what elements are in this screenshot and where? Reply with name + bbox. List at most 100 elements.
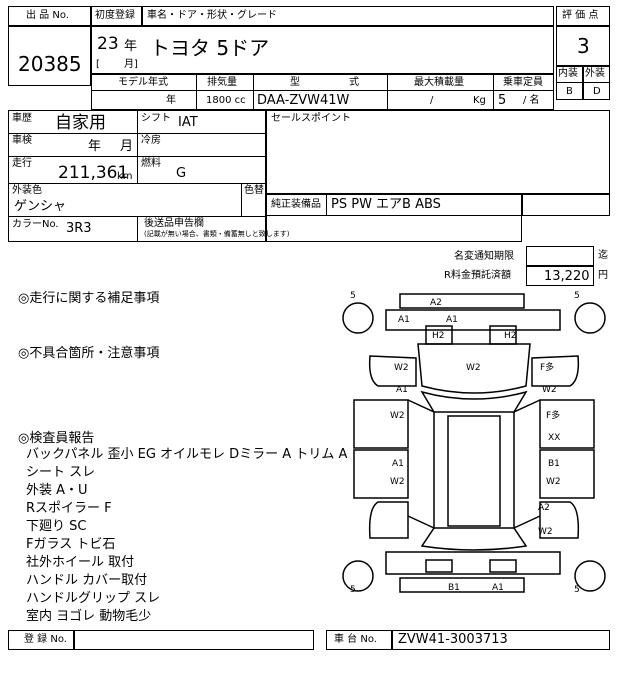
fuel-label: 燃料 [141,158,161,169]
type-label-2: 式 [349,77,359,88]
rear-right-quarter [539,501,580,539]
damage-mark: H2 [432,331,445,341]
displacement-value: 1800 cc [206,95,246,106]
recycle-fee-label: R料金預託済額 [444,270,511,281]
score-value: 3 [577,34,590,58]
registration-month-open: [ [96,59,100,70]
chassis-number-label: 車 台 No. [334,634,377,645]
rear-panel [385,551,561,575]
damage-mark: A1 [492,583,504,593]
first-registration-label: 初度登録 [95,10,135,21]
report-line: Rスポイラー F [26,501,112,516]
equipment-label: 純正装備品 [271,199,321,210]
equipment-extra-box-2 [266,216,522,242]
damage-mark: F多 [546,409,560,421]
recycle-fee-box [526,266,594,286]
right-front-door [539,399,595,449]
exterior-grade-box [583,66,610,100]
lot-number-label: 出 品 No. [26,10,69,21]
lot-number-box [8,26,91,86]
history-value: 自家用 [55,113,106,133]
report-line: 下廻り SC [26,519,87,534]
front-left-fender [368,355,417,387]
registration-number-label-box [8,630,74,650]
equipment-extra-box [522,194,610,216]
front-panel [385,309,561,331]
report-line: バックパネル 歪小 EG オイルモレ Dミラー A トリム A [26,447,348,462]
inspection-label: 車検 [12,135,32,146]
color-number-value: 3R3 [66,221,92,236]
mileage-value: 211,361 [58,163,129,183]
color-label: 外装色 [12,185,42,196]
damage-mark: A2 [430,298,442,308]
ac-label: 冷房 [141,135,161,146]
car-damage-diagram: 5 5 5 5 A2 A1 A1 H2 H2 W2 W2 A1 F多 W2 W2… [342,291,606,595]
report-line: ハンドルグリップ スレ [26,591,161,606]
color-number-label: カラーNo. [12,219,59,230]
model-year-label: モデル年式 [118,77,168,88]
interior-grade: B [566,86,573,97]
damage-mark: A1 [396,385,408,395]
inspection-month-unit: 月 [120,139,134,154]
documents-note: (記載が無い場合、書類・備蓄無しと致します) [144,230,290,238]
damage-mark: F多 [540,361,554,373]
damage-mark: W2 [542,385,557,395]
report-line: シート スレ [26,465,96,480]
damage-mark: W2 [394,363,409,373]
tire-label: 5 [574,585,580,595]
selling-points-box [266,110,610,194]
recycle-fee-unit: 円 [598,270,608,281]
chassis-number-box [392,630,610,650]
displacement-label: 排気量 [207,77,237,88]
damage-mark: A1 [392,459,404,469]
selling-points-label: セールスポイント [271,113,351,124]
exterior-grade-label: 外装 [585,68,605,79]
recycle-fee-value: 13,220 [544,269,590,284]
tire-rear-right [574,560,606,592]
car-name-label: 車名・ドア・形状・グレード [147,10,277,21]
tire-label: 5 [574,291,580,301]
color-change-label: 色替 [244,185,264,196]
tire-label: 5 [350,585,356,595]
chassis-number-label-box [326,630,392,650]
report-line: Fガラス トビ石 [26,537,116,552]
damage-mark: B1 [448,583,460,593]
shift-label: シフト [141,113,171,124]
equipment-value: PS PW エアB ABS [331,197,441,212]
fuel-value: G [176,166,187,181]
damage-mark: H2 [504,331,517,341]
chassis-number-value: ZVW41-3003713 [398,632,508,647]
capacity-unit: / 名 [523,95,540,106]
equipment-box [266,194,522,216]
damage-mark: W2 [390,477,405,487]
lot-number-label-box [8,6,91,26]
car-name-label-box [142,6,554,26]
report-line: ハンドル カバー取付 [26,573,148,588]
interior-grade-label: 内装 [558,68,578,79]
type-label-1: 型 [290,77,300,88]
driving-notes-heading: ◎走行に関する補足事項 [18,291,160,306]
registration-year: 23 [97,34,119,54]
score-box [556,26,610,66]
tire-rear-left [342,560,374,592]
capacity-value: 5 [498,93,507,108]
defects-heading: ◎不具合箇所・注意事項 [18,346,160,361]
score-label: 評 価 点 [562,10,599,21]
damage-mark: XX [548,433,560,443]
lot-number: 20385 [18,52,82,76]
rear-left-quarter [368,501,409,539]
history-label: 車歴 [12,113,32,124]
front-bumper [399,293,525,309]
damage-mark: W2 [390,411,405,421]
tire-label: 5 [350,291,356,301]
hood [417,343,531,394]
rear-lamp-left [425,559,453,573]
right-rear-door [539,449,595,499]
first-registration-label-box [91,6,142,26]
exterior-grade: D [593,86,601,97]
car-name-box [91,26,554,74]
damage-mark: W2 [546,477,561,487]
damage-mark: A1 [398,315,410,325]
color-value: ゲンシャ [14,199,67,214]
front-right-fender [531,355,580,387]
